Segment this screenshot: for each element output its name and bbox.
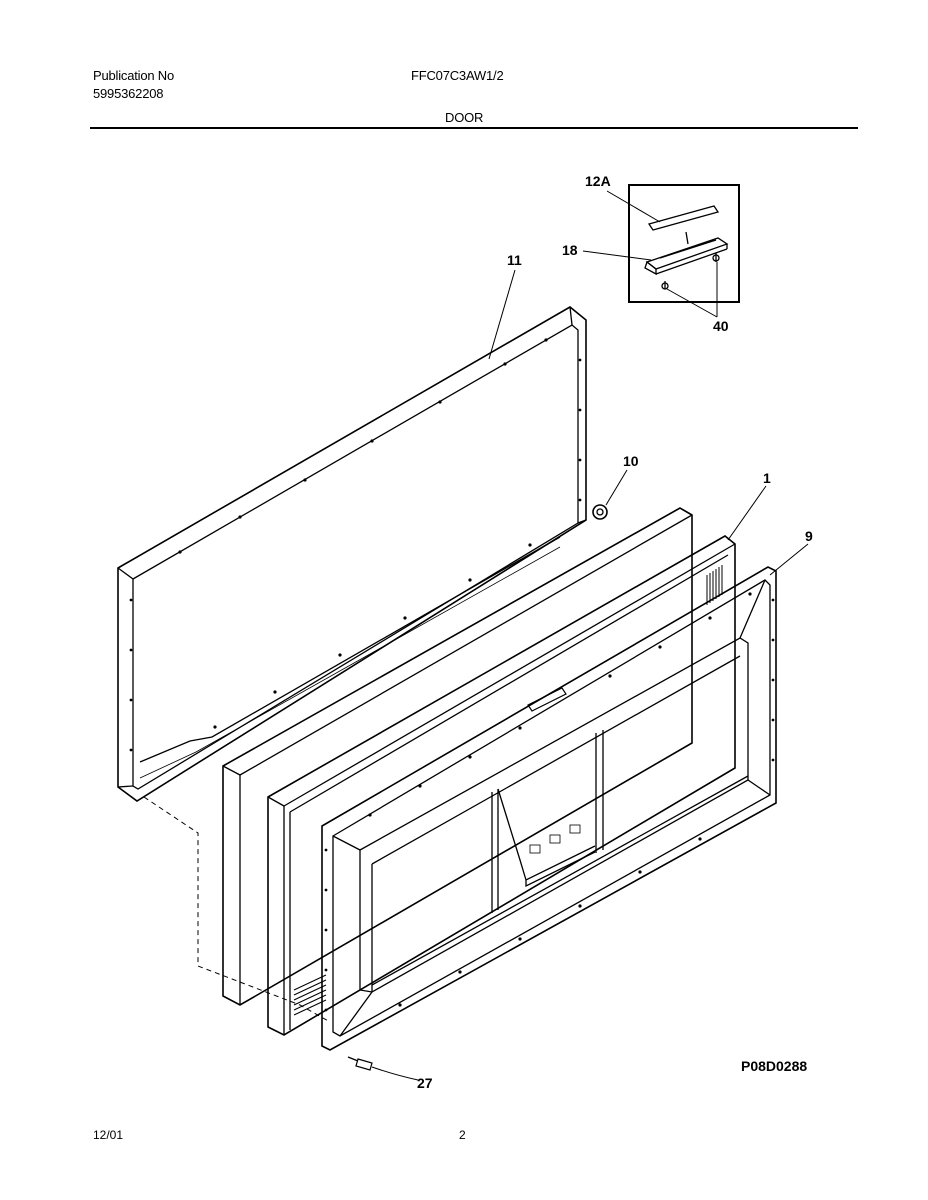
drawing-id: P08D0288: [741, 1058, 808, 1074]
part-9-door-liner: [321, 566, 777, 1051]
callout-40: 40: [713, 318, 729, 334]
section-title: DOOR: [445, 110, 484, 125]
header-divider: [90, 127, 858, 129]
part-27-screw: [347, 1056, 373, 1071]
callout-27: 27: [417, 1075, 433, 1091]
part-12a-label-strip: [647, 205, 720, 231]
callout-12a: 12A: [585, 173, 611, 189]
part-18-handle: [644, 231, 729, 276]
model-number: FFC07C3AW1/2: [411, 68, 504, 83]
page-number: 2: [459, 1128, 466, 1142]
callout-18: 18: [562, 242, 578, 258]
handle-inset: [628, 184, 740, 303]
alignment-dashline: [143, 796, 331, 1023]
part-1-door-frame: [267, 535, 736, 1036]
leader-1: [727, 485, 767, 541]
footer-date: 12/01: [93, 1128, 124, 1142]
part-40-screws: [661, 253, 720, 290]
publication-number: 5995362208: [93, 86, 164, 101]
callout-10: 10: [623, 453, 639, 469]
leader-40b: [666, 288, 718, 318]
publication-label: Publication No: [93, 68, 175, 83]
leader-27: [371, 1066, 419, 1081]
insulation-panel: [222, 507, 693, 1006]
callout-9: 9: [805, 528, 813, 544]
callout-11: 11: [507, 252, 522, 268]
part-10-bumper: [592, 504, 608, 520]
leader-12a: [606, 190, 661, 223]
leader-10: [605, 469, 628, 506]
leader-11: [488, 269, 516, 360]
callout-1: 1: [763, 470, 771, 486]
leader-18: [582, 250, 652, 261]
leader-9: [769, 543, 809, 576]
part-11-gasket: [117, 306, 587, 802]
